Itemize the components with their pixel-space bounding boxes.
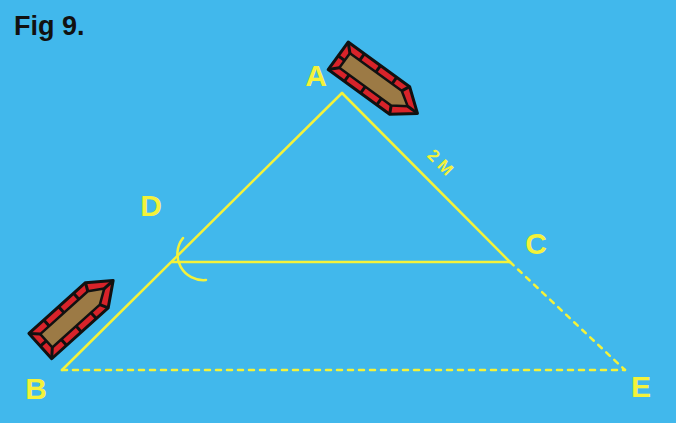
point-label: C [525, 229, 547, 259]
figure-title: Fig 9. [14, 13, 85, 40]
point-label: B [25, 374, 47, 404]
point-label: A [305, 61, 327, 91]
point-label: D [140, 191, 162, 221]
distance-label: 2 M [424, 146, 456, 178]
point-label: E [631, 372, 651, 402]
